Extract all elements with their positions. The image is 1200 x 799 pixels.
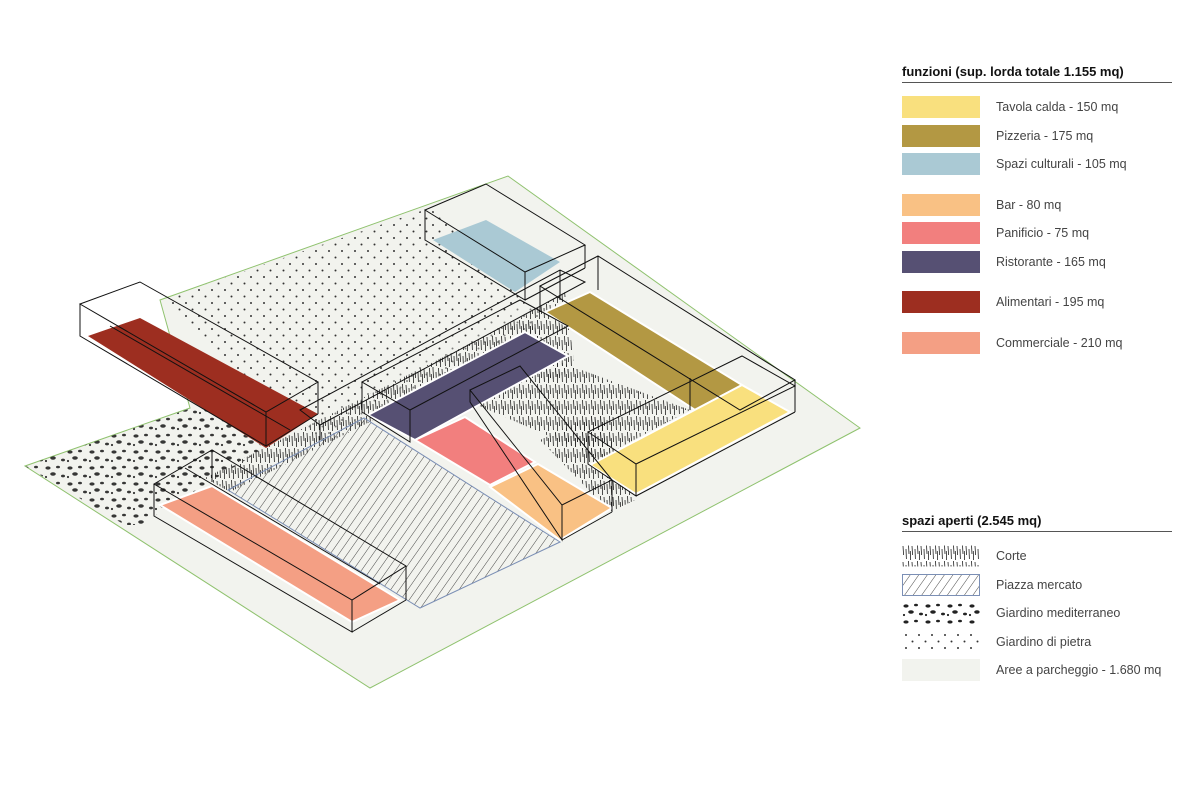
legend-item-open-space: Giardino di pietra xyxy=(902,628,1172,657)
color-swatch xyxy=(902,96,980,119)
pattern-swatch xyxy=(902,631,980,653)
legend-item-open-space: Corte xyxy=(902,542,1172,571)
color-swatch xyxy=(902,153,980,176)
legend-label: Corte xyxy=(996,549,1027,564)
legend-item-function: Commerciale - 210 mq xyxy=(902,329,1172,358)
legend-label: Ristorante - 165 mq xyxy=(996,254,1106,269)
color-swatch xyxy=(902,331,980,354)
corte-strip-front xyxy=(205,318,545,492)
pattern-swatch xyxy=(902,545,980,567)
pattern-swatch xyxy=(902,602,980,624)
legend-item-open-space: Aree a parcheggio - 1.680 mq xyxy=(902,656,1172,685)
legend-item-function: Tavola calda - 150 mq xyxy=(902,93,1172,122)
color-swatch xyxy=(902,291,980,314)
legend-label: Panificio - 75 mq xyxy=(996,226,1090,241)
legend-item-function: Panificio - 75 mq xyxy=(902,219,1172,248)
color-swatch xyxy=(902,222,980,245)
functions-legend: funzioni (sup. lorda totale 1.155 mq) Ta… xyxy=(902,64,1172,357)
open-spaces-legend-title: spazi aperti (2.545 mq) xyxy=(902,513,1172,532)
legend-item-function: Ristorante - 165 mq xyxy=(902,248,1172,277)
legend-item-open-space: Piazza mercato xyxy=(902,571,1172,600)
building-volumes xyxy=(78,183,797,633)
legend-label: Aree a parcheggio - 1.680 mq xyxy=(996,663,1162,678)
functions-legend-title: funzioni (sup. lorda totale 1.155 mq) xyxy=(902,64,1172,83)
giardino-di-pietra-area xyxy=(160,208,530,430)
legend-label: Tavola calda - 150 mq xyxy=(996,100,1119,115)
legend-label: Bar - 80 mq xyxy=(996,197,1062,212)
legend-item-function: Alimentari - 195 mq xyxy=(902,288,1172,317)
tavola-calda-area xyxy=(588,383,793,496)
alimentari-area xyxy=(88,318,318,448)
legend-label: Alimentari - 195 mq xyxy=(996,295,1105,310)
color-swatch xyxy=(902,124,980,147)
legend-label: Piazza mercato xyxy=(996,577,1083,592)
color-swatch xyxy=(902,193,980,216)
legend-label: Pizzeria - 175 mq xyxy=(996,128,1094,143)
legend-item-function: Spazi culturali - 105 mq xyxy=(902,150,1172,179)
legend-label: Spazi culturali - 105 mq xyxy=(996,157,1127,172)
legend-item-open-space: Giardino mediterraneo xyxy=(902,599,1172,628)
color-swatch xyxy=(902,250,980,273)
legend-item-function: Bar - 80 mq xyxy=(902,191,1172,220)
legend-item-function: Pizzeria - 175 mq xyxy=(902,122,1172,151)
legend-label: Giardino mediterraneo xyxy=(996,606,1121,621)
spazi-culturali-area xyxy=(433,220,560,292)
legend-label: Giardino di pietra xyxy=(996,634,1092,649)
legend-label: Commerciale - 210 mq xyxy=(996,335,1123,350)
ristorante-area xyxy=(365,330,571,442)
piazza-mercato-area xyxy=(226,417,562,609)
pattern-swatch xyxy=(902,573,980,596)
commerciale-area xyxy=(157,484,403,624)
pattern-swatch xyxy=(902,659,980,682)
axonometric-site-plan xyxy=(23,175,861,689)
corte-central xyxy=(470,362,690,458)
giardino-mediterraneo-area xyxy=(25,405,265,525)
panificio-area xyxy=(412,415,538,487)
